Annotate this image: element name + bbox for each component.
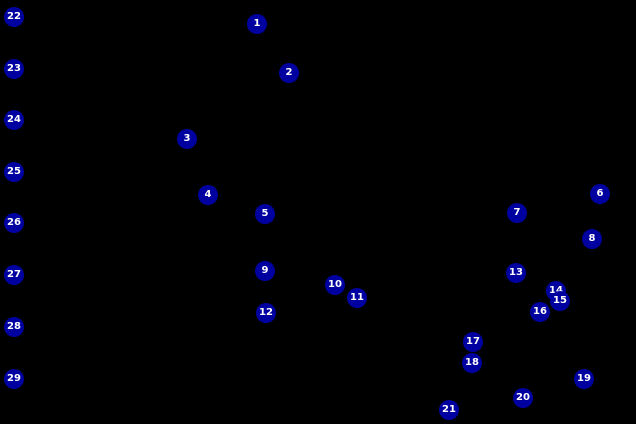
numbered-marker-17[interactable]: 17 [463,332,483,352]
numbered-marker-10[interactable]: 10 [325,275,345,295]
numbered-marker-2[interactable]: 2 [279,63,299,83]
numbered-marker-8[interactable]: 8 [582,229,602,249]
numbered-marker-24[interactable]: 24 [4,110,24,130]
numbered-marker-7[interactable]: 7 [507,203,527,223]
numbered-marker-12[interactable]: 12 [256,303,276,323]
numbered-marker-22[interactable]: 22 [4,7,24,27]
numbered-marker-13[interactable]: 13 [506,263,526,283]
numbered-marker-15[interactable]: 15 [550,291,570,311]
numbered-marker-3[interactable]: 3 [177,129,197,149]
numbered-marker-11[interactable]: 11 [347,288,367,308]
numbered-marker-19[interactable]: 19 [574,369,594,389]
numbered-marker-9[interactable]: 9 [255,261,275,281]
numbered-marker-6[interactable]: 6 [590,184,610,204]
numbered-marker-26[interactable]: 26 [4,213,24,233]
numbered-marker-23[interactable]: 23 [4,59,24,79]
numbered-marker-18[interactable]: 18 [462,353,482,373]
numbered-marker-27[interactable]: 27 [4,265,24,285]
numbered-marker-16[interactable]: 16 [530,302,550,322]
numbered-marker-29[interactable]: 29 [4,369,24,389]
numbered-marker-21[interactable]: 21 [439,400,459,420]
numbered-marker-4[interactable]: 4 [198,185,218,205]
numbered-marker-1[interactable]: 1 [247,14,267,34]
numbered-marker-5[interactable]: 5 [255,204,275,224]
numbered-marker-20[interactable]: 20 [513,388,533,408]
numbered-marker-25[interactable]: 25 [4,162,24,182]
numbered-marker-28[interactable]: 28 [4,317,24,337]
